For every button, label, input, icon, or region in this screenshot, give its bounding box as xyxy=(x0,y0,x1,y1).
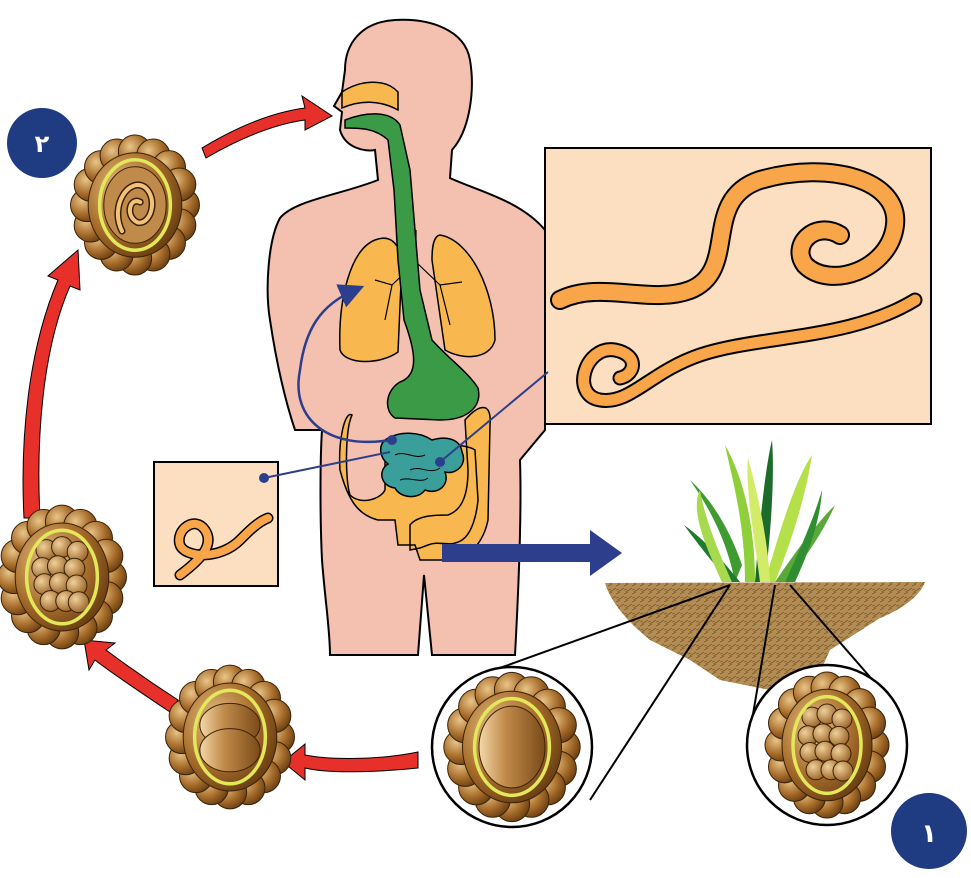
step-badge-2-label: ٢ xyxy=(35,130,50,158)
larva-panel xyxy=(154,462,278,586)
grass-tuft xyxy=(684,440,835,582)
migration-start-dot xyxy=(387,435,397,445)
step-badge-1-label: ١ xyxy=(921,819,937,849)
egg-in-soil xyxy=(444,672,580,821)
soil-patch xyxy=(605,582,925,690)
arrow-bottom-left xyxy=(84,640,178,712)
egg-morula-zoom xyxy=(765,672,889,818)
step-badge-1: ١ xyxy=(891,793,967,869)
arrow-to-mouth xyxy=(202,96,332,158)
egg-morula xyxy=(0,505,126,649)
adult-worm-panel xyxy=(545,148,931,424)
egg-undivided-icon xyxy=(479,706,545,788)
arrow-bottom xyxy=(283,744,418,780)
arrow-up-left xyxy=(23,250,80,518)
egg-two-cell-icon xyxy=(200,703,260,771)
step-badge-2: ٢ xyxy=(7,108,77,178)
egg-larva-icon xyxy=(104,167,166,244)
egg-multicell-icon xyxy=(798,704,853,781)
embryonated-egg xyxy=(71,135,200,275)
egg-multicell-icon xyxy=(32,537,89,613)
egg-cleavage xyxy=(166,665,295,809)
